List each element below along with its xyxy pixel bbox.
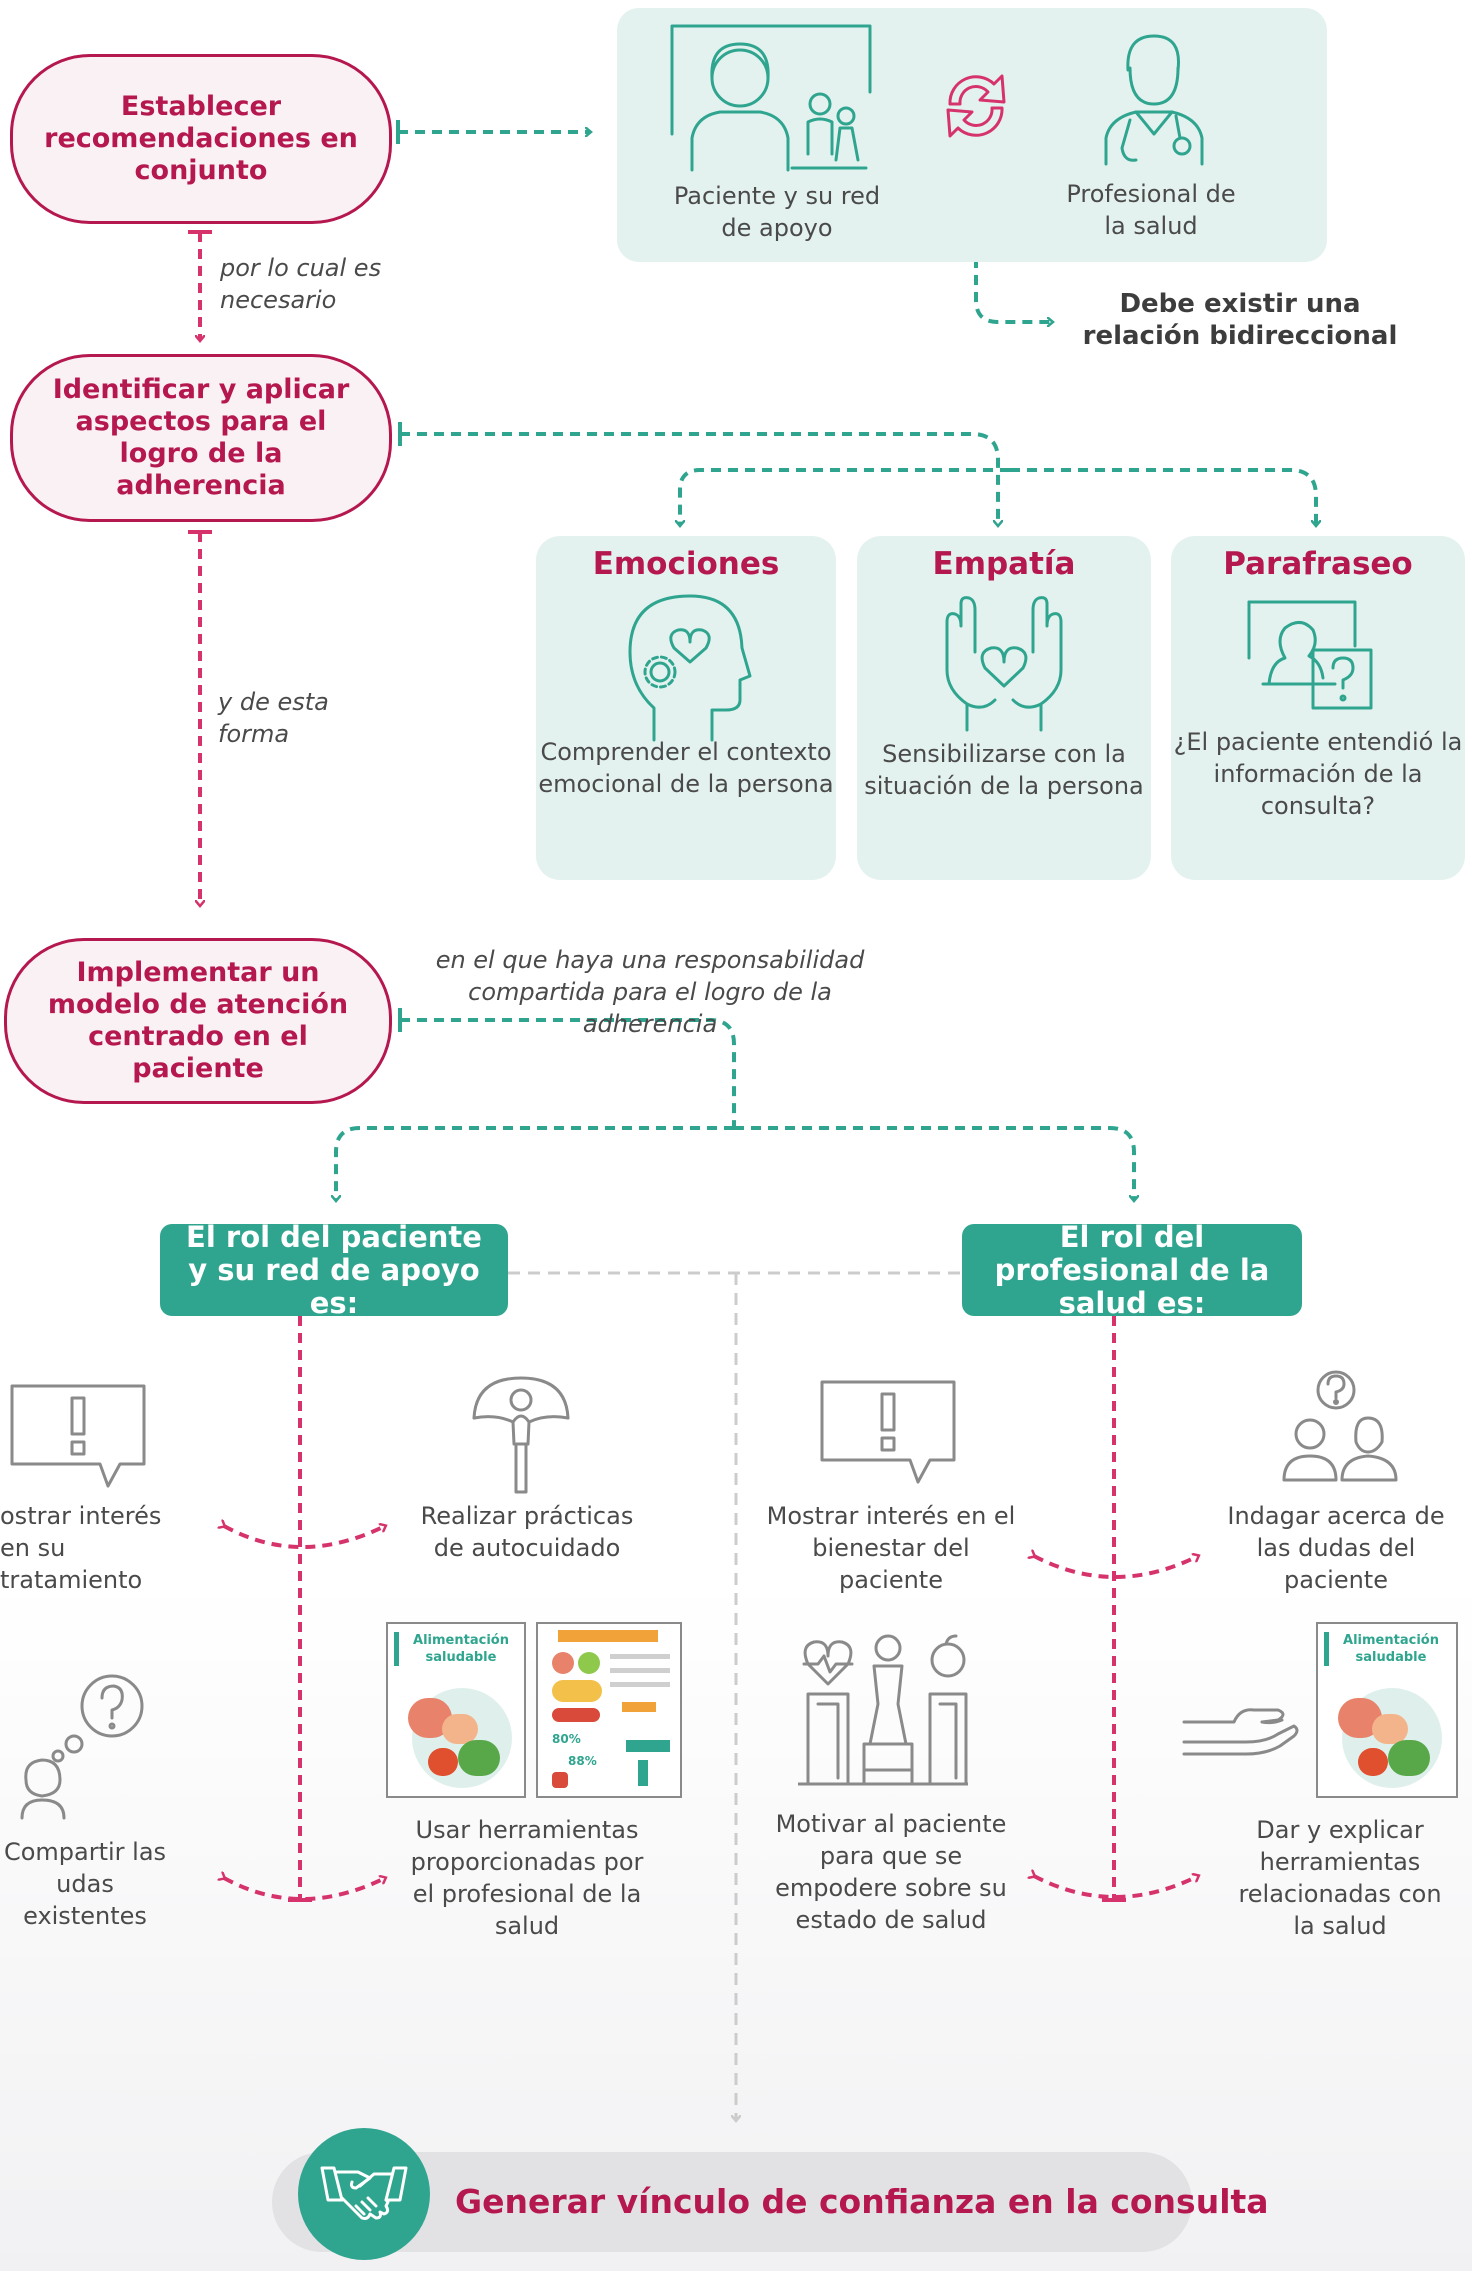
question-frame-icon [1247,600,1373,710]
nutrition-infographic-icon: 80% 88% [536,1622,682,1798]
vegetable-icon [458,1740,500,1776]
aspect-card-emotions: Emociones Comprender el contexto emocion… [536,536,836,880]
skipping-rope-icon [472,1376,570,1494]
hands-heart-icon [945,596,1063,732]
patient-network-label: Paciente y su red de apoyo [673,182,881,242]
poster-accent [394,1632,399,1666]
aspect-card-empathy: Empatía Sensibilizarse con la situación … [857,536,1151,880]
aspect-title: Emociones [592,546,780,582]
patient-role-share-doubts: Compartir las udas existentes [3,1838,167,1930]
two-people-question-icon [1282,1370,1398,1482]
food-icon [442,1714,478,1744]
food-icon [552,1680,602,1702]
heart-trophy-apple-icon [798,1634,968,1786]
sync-arrows-icon [946,74,1006,138]
head-heart-gear-icon [628,594,752,742]
professional-role-explain-tools: Dar y explicar herramientas relacionadas… [1238,1816,1442,1940]
aspect-text: Comprender el contexto emocional de la p… [538,738,834,798]
role-header-professional: El rol del profesional de la salud es: [962,1220,1302,1319]
infographic-header [558,1630,658,1642]
body-icon [552,1772,568,1788]
aspect-card-paraphrase: Parafraseo ¿El paciente entendió la info… [1171,536,1465,880]
infographic-line [610,1682,670,1687]
open-hand-icon [1182,1708,1299,1756]
alert-speech-bubble-icon [10,1384,146,1488]
poster-label: Alimentación saludable [413,1633,509,1665]
aspect-title: Empatía [932,546,1076,582]
infographic-stat: 88% [568,1754,597,1768]
person-question-bubble-icon [20,1674,144,1820]
step-establish-label: Establecer recomendaciones en conjunto [44,91,358,186]
role-title: El rol del paciente y su red de apoyo es… [186,1219,482,1320]
connector-label-1: por lo cual es necesario [220,254,382,314]
poster-accent [1324,1632,1329,1666]
connector-label-2: y de esta forma [218,688,329,748]
step-implement-label: Implementar un modelo de atención centra… [47,957,349,1084]
food-icon [552,1652,574,1674]
aspect-text: ¿El paciente entendió la información de … [1173,728,1463,820]
aspect-title: Parafraseo [1223,546,1413,582]
tomato-icon [428,1748,458,1776]
water-bottle-icon [638,1760,648,1786]
infographic-stat: 80% [552,1732,581,1746]
infographic-line [610,1668,670,1673]
role-title: El rol del profesional de la salud es: [994,1219,1270,1320]
patient-role-selfcare: Realizar prácticas de autocuidado [420,1502,634,1562]
patient-role-use-tools: Usar herramientas proporcionadas por el … [410,1816,644,1940]
step-establish-recommendations: Establecer recomendaciones en conjunto [10,54,392,224]
food-icon [1372,1714,1408,1744]
patient-family-icon [670,24,872,172]
infographic-line [610,1654,670,1659]
aspect-text: Sensibilizarse con la situación de la pe… [864,740,1144,800]
food-icon [552,1708,600,1722]
healthy-eating-poster-icon: Alimentación saludable [386,1622,526,1798]
food-icon [578,1652,600,1674]
infographic-tag [626,1740,670,1752]
role-header-patient: El rol del paciente y su red de apoyo es… [160,1220,508,1319]
final-label: Generar vínculo de confianza en la consu… [455,2182,1269,2221]
health-professional-label: Profesional de la salud [1066,180,1236,240]
doctor-stethoscope-icon [1104,34,1204,166]
final-icon-circle [298,2128,430,2260]
healthy-eating-poster-icon: Alimentación saludable [1316,1622,1458,1798]
step-identify-aspects: Identificar y aplicar aspectos para el l… [10,354,392,522]
alert-speech-bubble-icon [820,1380,956,1484]
step-implement-model: Implementar un modelo de atención centra… [4,938,392,1104]
professional-role-interest: Mostrar interés en el bienestar del paci… [766,1502,1016,1594]
professional-role-inquire-doubts: Indagar acerca de las dudas del paciente [1227,1502,1445,1594]
poster-label: Alimentación saludable [1343,1633,1439,1665]
handshake-icon [320,2166,408,2220]
professional-role-motivate: Motivar al paciente para que se empodere… [775,1810,1007,1934]
bidirectional-note: Debe existir una relación bidireccional [1082,289,1398,351]
step-identify-label: Identificar y aplicar aspectos para el l… [52,374,350,501]
vegetable-icon [1388,1740,1430,1776]
connector-label-3: en el que haya una responsabilidad compa… [435,946,865,1038]
infographic-tag [622,1702,656,1712]
patient-role-interest: ostrar interés en su tratamiento [0,1502,162,1594]
tomato-icon [1358,1748,1388,1776]
